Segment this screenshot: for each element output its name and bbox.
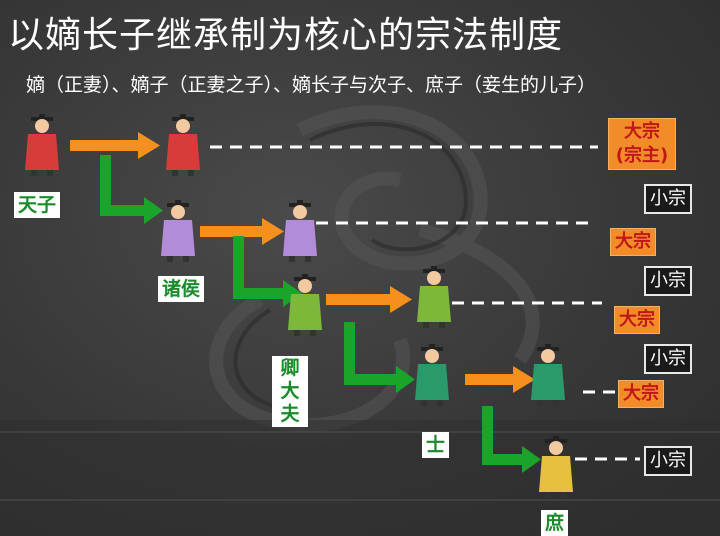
figure-shi-heir xyxy=(531,344,565,406)
orange-arrow-2 xyxy=(200,218,284,245)
figure-qing-dafu xyxy=(288,274,322,336)
xiaozong-label-4: 小宗 xyxy=(644,446,692,476)
figure-shi xyxy=(415,344,449,406)
page-title: 以嫡长子继承制为核心的宗法制度 xyxy=(8,15,564,56)
xiaozong-label-2: 小宗 xyxy=(644,266,692,296)
rank-label-qing: 卿 xyxy=(280,357,300,379)
rank-label-tianzi: 天子 xyxy=(14,192,61,218)
rank-label-qing-dafu: 卿 大夫 xyxy=(272,356,308,427)
dazong-label-1-sub: (宗主) xyxy=(615,145,669,166)
xiaozong-label-3: 小宗 xyxy=(644,344,692,374)
figure-qing-dafu-heir xyxy=(417,266,451,328)
dazong-label-2: 大宗 xyxy=(610,228,656,256)
dazong-label-1-main: 大宗 xyxy=(624,121,660,142)
rank-label-dafu: 大夫 xyxy=(280,380,300,425)
subtitle: 嫡（正妻）、嫡子（正妻之子）、嫡长子与次子、庶子（妾生的儿子） xyxy=(26,74,597,96)
dazong-label-4: 大宗 xyxy=(618,380,664,408)
dazong-label-3: 大宗 xyxy=(614,306,660,334)
green-arrow-3 xyxy=(344,322,415,393)
figure-tianzi xyxy=(25,114,59,176)
xiaozong-label-1: 小宗 xyxy=(644,184,692,214)
orange-arrow-1 xyxy=(70,132,160,159)
orange-arrow-4 xyxy=(465,366,535,393)
figure-shu xyxy=(539,436,573,498)
orange-arrow-3 xyxy=(326,286,412,313)
green-arrow-4 xyxy=(482,406,541,473)
rank-label-zhuhou: 诸侯 xyxy=(158,276,205,302)
figure-tianzi-heir xyxy=(166,114,200,176)
rank-label-shi: 士 xyxy=(422,432,450,458)
rank-label-shu: 庶 xyxy=(541,510,569,536)
green-arrow-1 xyxy=(100,155,163,224)
dazong-label-1: 大宗 (宗主) xyxy=(608,118,676,170)
green-arrow-2 xyxy=(233,236,302,307)
figure-zhuhou-heir xyxy=(283,200,317,262)
figure-zhuhou xyxy=(161,200,195,262)
